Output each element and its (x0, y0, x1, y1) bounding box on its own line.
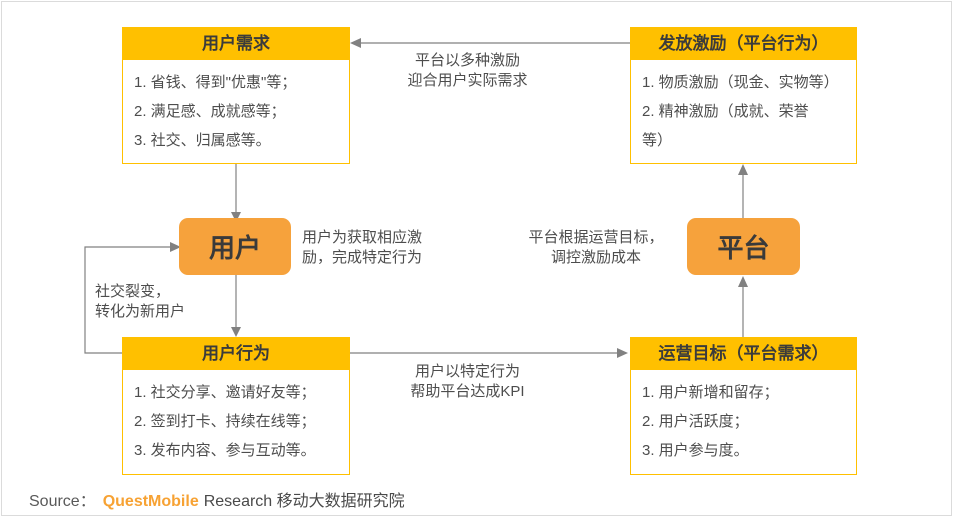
node-user: 用户 (179, 218, 291, 275)
node-platform: 平台 (687, 218, 800, 275)
list-item: 1. 用户新增和留存； (642, 384, 779, 401)
list-item: 1. 物质激励（现金、实物等） (642, 74, 839, 91)
label-social-fission: 社交裂变， 转化为新用户 (95, 283, 186, 320)
list-item: 3. 发布内容、参与互动等。 (134, 442, 316, 459)
list-item: 2. 签到打卡、持续在线等； (134, 413, 316, 430)
box-user-behavior-body: 1. 社交分享、邀请好友等； 2. 签到打卡、持续在线等； 3. 发布内容、参与… (123, 370, 349, 465)
box-user-needs-title: 用户需求 (122, 27, 350, 60)
box-user-needs-body: 1. 省钱、得到"优惠"等； 2. 满足感、成就感等； 3. 社交、归属感等。 (123, 60, 349, 155)
box-user-behavior: 用户行为 1. 社交分享、邀请好友等； 2. 签到打卡、持续在线等； 3. 发布… (122, 337, 350, 475)
list-item: 2. 用户活跃度； (642, 413, 749, 430)
label-platform-control: 平台根据运营目标， 调控激励成本 (528, 229, 664, 266)
list-item: 1. 省钱、得到"优惠"等； (134, 74, 297, 91)
source-brand: QuestMobile (102, 493, 199, 510)
label-user-motivation: 用户为获取相应激 励，完成特定行为 (302, 229, 423, 266)
box-operation-goals-body: 1. 用户新增和留存； 2. 用户活跃度； 3. 用户参与度。 (631, 370, 856, 465)
loop-behavior-to-user (84, 246, 172, 354)
arrowhead-up1 (738, 276, 748, 287)
list-item: 1. 社交分享、邀请好友等； (134, 384, 316, 401)
label-behavior-to-goals: 用户以特定行为 帮助平台达成KPI (410, 363, 525, 400)
arrowhead-down2 (231, 327, 241, 337)
list-item: 2. 精神激励（成就、荣誉 等） (642, 103, 809, 149)
arrowhead-right1 (617, 348, 628, 358)
box-operation-goals-title: 运营目标（平台需求） (630, 337, 857, 370)
arrowhead-right2 (170, 242, 181, 252)
source-prefix: Source： (29, 493, 96, 510)
box-user-behavior-title: 用户行为 (122, 337, 350, 370)
arrowhead-left (350, 38, 361, 48)
arrowhead-down1 (231, 212, 241, 222)
box-user-needs: 用户需求 1. 省钱、得到"优惠"等； 2. 满足感、成就感等； 3. 社交、归… (122, 27, 350, 164)
label-incentives-to-needs: 平台以多种激励 迎合用户实际需求 (407, 52, 528, 89)
list-item: 3. 用户参与度。 (642, 442, 749, 459)
box-incentives: 发放激励（平台行为） 1. 物质激励（现金、实物等） 2. 精神激励（成就、荣誉… (630, 27, 857, 164)
source-suffix: Research 移动大数据研究院 (203, 493, 405, 510)
box-operation-goals: 运营目标（平台需求） 1. 用户新增和留存； 2. 用户活跃度； 3. 用户参与… (630, 337, 857, 475)
arrowhead-up2 (738, 164, 748, 175)
box-incentives-body: 1. 物质激励（现金、实物等） 2. 精神激励（成就、荣誉 等） (631, 60, 856, 155)
box-incentives-title: 发放激励（平台行为） (630, 27, 857, 60)
list-item: 2. 满足感、成就感等； (134, 103, 286, 120)
list-item: 3. 社交、归属感等。 (134, 132, 271, 149)
